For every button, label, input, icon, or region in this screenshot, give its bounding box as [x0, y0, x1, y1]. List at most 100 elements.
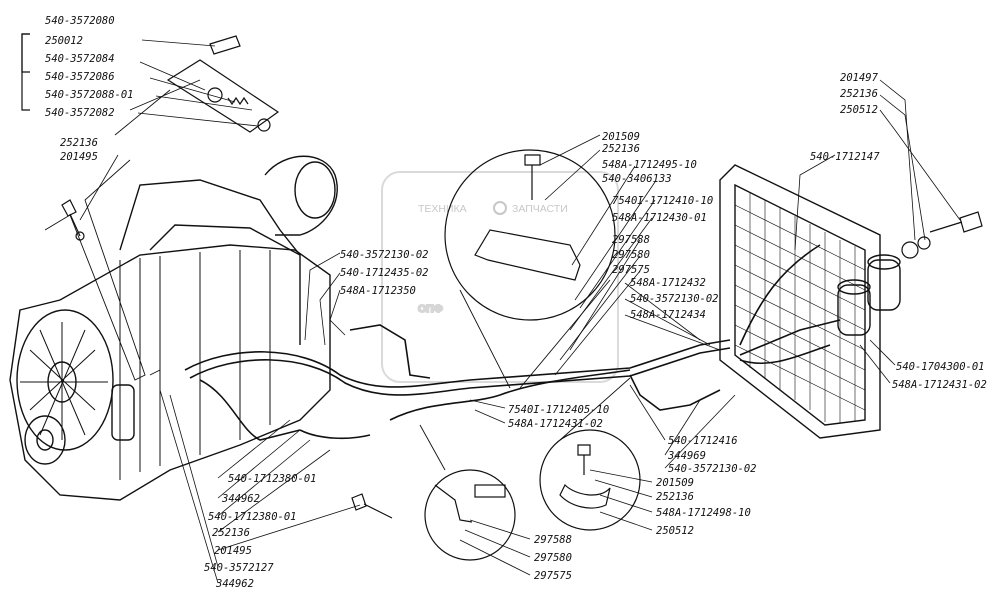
oil-filter-lower-cap	[837, 279, 871, 295]
part-label: 548А-1712431-02	[508, 418, 603, 430]
part-label: 540-1712147	[810, 151, 880, 163]
part-label: 252136	[212, 527, 250, 539]
part-label: 548А-1712434	[630, 309, 706, 321]
part-label: 252136	[602, 143, 640, 155]
nut-icon	[207, 87, 223, 103]
clamp-icon-left	[434, 484, 473, 523]
part-label: 201495	[214, 545, 252, 557]
radiator	[719, 164, 901, 439]
part-label: 540-3572080	[45, 15, 115, 27]
watermark: ТЕХНИКА ЗАПЧАСТИ ОПФ	[381, 171, 619, 383]
radiator-core	[734, 183, 866, 426]
explode-lines-top	[44, 79, 201, 381]
part-label: 252136	[656, 491, 694, 503]
oil-line-1	[184, 339, 731, 388]
bracket-plate	[166, 59, 280, 133]
oil-line-9	[299, 429, 371, 440]
fan-housing	[16, 309, 114, 451]
leader-lines	[79, 39, 961, 584]
part-label: 548А-1712350	[340, 285, 416, 297]
bolt-icon-right	[929, 211, 983, 233]
engine-top-cover	[119, 179, 301, 256]
oil-line-1-outer	[189, 347, 731, 396]
part-label: 548А-1712495-10	[602, 159, 697, 171]
part-label: 540-3572088-01	[45, 89, 134, 101]
oil-line-6	[739, 244, 821, 346]
part-label: 201509	[602, 131, 640, 143]
washer-icon-right-1	[901, 241, 919, 259]
part-label: 252136	[60, 137, 98, 149]
part-label: 540-3572130-02	[668, 463, 757, 475]
part-label: 7540I-1712410-10	[612, 195, 713, 207]
engine-rear-housing	[149, 224, 301, 345]
engine-ribs	[119, 250, 271, 480]
part-label: 297580	[612, 249, 650, 261]
callouts	[21, 33, 641, 561]
part-label: 252136	[840, 88, 878, 100]
watermark-left-text: ТЕХНИКА	[418, 203, 467, 215]
oil-lines	[184, 244, 841, 441]
oil-line-3	[349, 324, 431, 379]
part-label: 250512	[656, 525, 694, 537]
oil-filter-upper	[867, 259, 901, 311]
part-label: 548А-1712431-02	[892, 379, 987, 391]
mount-boss	[111, 384, 135, 441]
part-label: 201497	[840, 72, 879, 84]
part-label: 297575	[612, 264, 650, 276]
bolt-icon-bottom-callout	[577, 444, 591, 475]
intake-pipe	[264, 155, 338, 236]
part-label: 250512	[840, 104, 878, 116]
radiator-grid	[734, 193, 866, 423]
oil-filter-lower	[837, 284, 871, 336]
watermark-right-text: ЗАПЧАСТИ	[512, 203, 568, 215]
part-label: 344962	[215, 578, 254, 590]
watermark-frame	[381, 171, 619, 383]
part-label: 297580	[534, 552, 572, 564]
part-labels: 540-3572080 250012 540-3572084 540-35720…	[45, 15, 987, 590]
washer-icon	[257, 118, 271, 132]
clip-icon	[209, 35, 241, 55]
clamp-pad-left	[474, 484, 506, 498]
oil-line-5	[629, 374, 721, 411]
part-label: 540-1712416	[668, 435, 738, 447]
callout-circle-bottom-left	[424, 469, 516, 561]
part-label: 344962	[221, 493, 260, 505]
pulley	[24, 415, 66, 465]
part-label: 540-1712380-01	[208, 511, 297, 523]
callout-circle-center	[444, 149, 616, 321]
part-label: 540-3572084	[45, 53, 115, 65]
part-label: 297575	[534, 570, 572, 582]
radiator-frame	[719, 164, 881, 439]
oil-filter-upper-cap	[867, 254, 901, 270]
washer-icon-right-2	[917, 236, 931, 250]
part-label: 250012	[45, 35, 83, 47]
part-label: 548А-1712498-10	[656, 507, 751, 519]
part-label: 540-3572082	[45, 107, 115, 119]
part-label: 548А-1712432	[630, 277, 706, 289]
part-label: 540-3572127	[204, 562, 274, 574]
oil-line-2	[199, 379, 301, 441]
intake-opening	[294, 161, 336, 219]
part-label: 344969	[667, 450, 706, 462]
watermark-logo: ОПФ	[418, 303, 443, 315]
part-label: 540-3572086	[45, 71, 115, 83]
oil-line-8	[739, 344, 831, 365]
bracket-left-long	[21, 33, 30, 111]
spring-icon	[227, 96, 249, 106]
part-label: 548А-1712430-01	[612, 212, 707, 224]
engine-housing	[9, 244, 331, 501]
part-label: 540-1704300-01	[896, 361, 985, 373]
bolt-icon-center	[524, 154, 541, 200]
part-label: 201509	[656, 477, 694, 489]
pulley-inner	[36, 429, 54, 451]
part-label: 540-3572130-02	[630, 293, 719, 305]
oil-line-7	[739, 319, 841, 356]
callout-plate-center	[474, 229, 581, 281]
clamp-icon-bottom	[559, 483, 611, 509]
part-label: 540-3406133	[602, 173, 672, 185]
part-label: 297588	[612, 234, 650, 246]
part-label: 540-1712435-02	[340, 267, 429, 279]
part-label: 540-3572130-02	[340, 249, 429, 261]
part-label: 7540I-1712405-10	[508, 404, 609, 416]
